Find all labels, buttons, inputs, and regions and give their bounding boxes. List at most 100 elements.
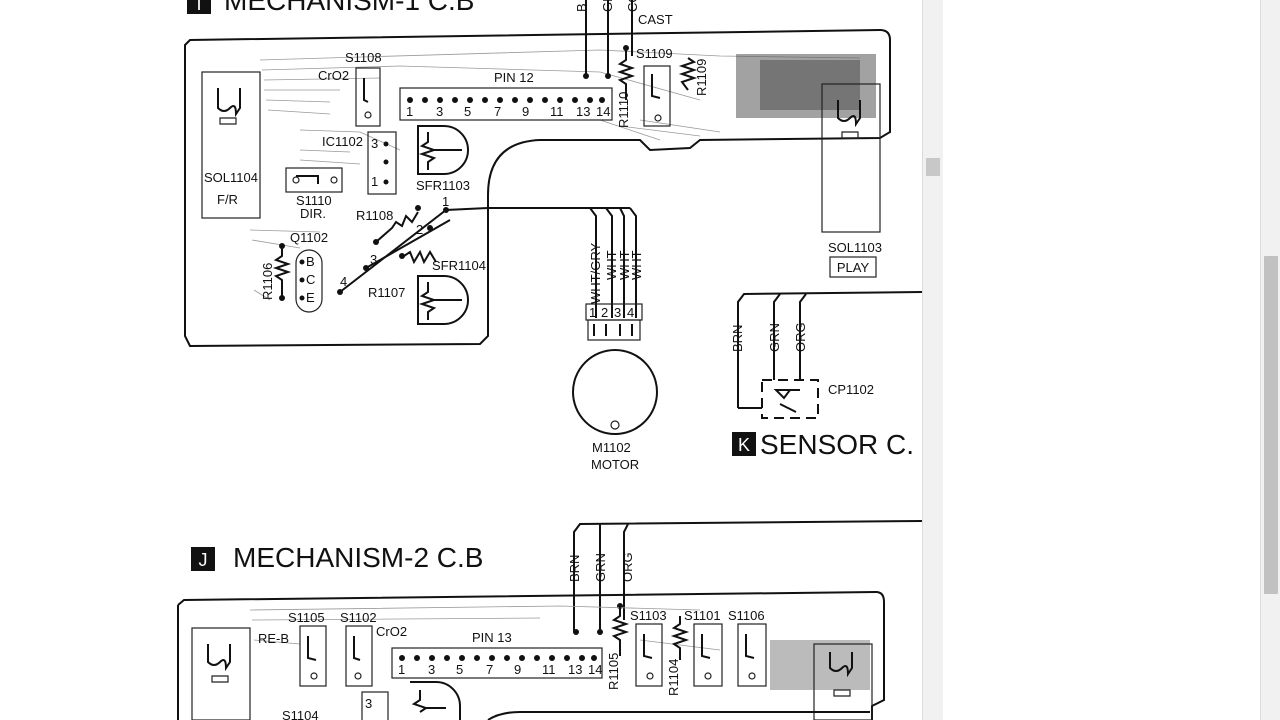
r1110-label: R1110 <box>616 92 631 128</box>
sol1103-component: SOL1103 PLAY <box>821 83 882 278</box>
r1109-label: R1109 <box>694 59 709 96</box>
s1103-label: S1103 <box>630 608 667 623</box>
board-i-traces <box>249 49 861 301</box>
r1108-label: R1108 <box>356 208 393 223</box>
s1110-label: S1110 <box>296 193 332 208</box>
s1101-switch: S1101 <box>684 608 723 687</box>
hatched-area <box>736 54 876 118</box>
dir-switch-wiring: R1108 1 2 3 4 <box>337 194 630 295</box>
page-scrollbar[interactable] <box>1260 0 1280 720</box>
pin-num: 13 <box>568 662 582 677</box>
ic1102-component: IC1102 3 1 <box>322 131 397 195</box>
j-left-solenoid <box>191 627 251 720</box>
sensor-wire-label: GRN <box>767 323 782 352</box>
s1108-switch: S1108 CrO2 <box>318 50 382 127</box>
empty-panel <box>943 0 1260 720</box>
motor-pin: 4 <box>627 305 634 320</box>
sensor-wire-label: BRN <box>730 325 745 352</box>
q1102-label: Q1102 <box>290 230 328 245</box>
r1105-resistor: R1105 <box>606 606 630 690</box>
wire-co-label: CO <box>625 0 640 12</box>
m1102-label: M1102 <box>592 440 631 455</box>
dir-pin: 2 <box>416 222 423 237</box>
pin-num: 14 <box>596 104 610 119</box>
mech2-wire-label: GRN <box>593 553 608 582</box>
r1104-label: R1104 <box>666 659 681 696</box>
j-ic-pin3: 3 <box>365 696 372 711</box>
q-pin-c: C <box>306 272 315 287</box>
s1106-label: S1106 <box>728 608 765 623</box>
motor-pin: 1 <box>589 305 596 320</box>
pin13-label: PIN 13 <box>472 630 512 645</box>
mech2-wiring: BRN GRN ORG <box>567 520 922 635</box>
viewer-scrollbar[interactable] <box>922 0 943 720</box>
section-i-title: MECHANISM-1 C.B <box>224 0 474 16</box>
motor-label: MOTOR <box>591 457 639 472</box>
sfr1104-label: SFR1104 <box>432 258 486 273</box>
s1104-label: S1104 <box>282 708 319 720</box>
section-k-title: SENSOR C. <box>760 429 914 460</box>
pin-num: 13 <box>576 104 590 119</box>
motor-wire-label: WHT <box>629 250 644 280</box>
pin-num: 3 <box>436 104 443 119</box>
sensor-wire-label: ORG <box>793 322 808 352</box>
board-j-inner-edge <box>487 711 870 720</box>
j-ic-component: 3 S1104 <box>282 681 461 720</box>
section-i-badge <box>187 0 211 14</box>
pin-num: 14 <box>588 662 602 677</box>
schematic-drawing: I MECHANISM-1 C.B SOL1104 F/R S1108 CrO2… <box>177 0 922 720</box>
board-i-outline <box>184 28 891 348</box>
pin-num: 7 <box>486 662 493 677</box>
j-right-solenoid <box>813 643 873 720</box>
mech2-wire-label: BRN <box>567 555 582 582</box>
s1109-switch: S1109 <box>636 46 673 127</box>
cp1102-component: CP1102 <box>738 379 874 419</box>
cro2-bottom-label: CrO2 <box>376 624 407 639</box>
section-j-header: J MECHANISM-2 C.B <box>191 542 483 573</box>
r1106-resistor: R1106 <box>260 243 292 301</box>
pin12-label: PIN 12 <box>494 70 534 85</box>
pin-num: 5 <box>456 662 463 677</box>
page-scrollbar-thumb[interactable] <box>1264 256 1278 594</box>
section-k-letter: K <box>738 435 750 455</box>
r1107-resistor: R1107 <box>368 249 437 300</box>
s1110-switch: S1110 DIR. <box>285 167 343 221</box>
pin-num: 3 <box>428 662 435 677</box>
sfr1104-component: SFR1104 <box>417 258 486 325</box>
s1103-switch: S1103 <box>630 608 667 687</box>
r1105-label: R1105 <box>606 653 621 690</box>
r1106-label: R1106 <box>260 263 275 300</box>
q1102-transistor: Q1102 B C E <box>290 230 328 313</box>
sfr1103-label: SFR1103 <box>416 178 470 193</box>
section-j-badge <box>191 547 215 571</box>
q-pin-e: E <box>306 290 315 305</box>
section-k-badge <box>732 432 756 456</box>
r1104-resistor: R1104 <box>666 616 690 696</box>
ic-pin3-label: 3 <box>371 136 378 151</box>
document-viewer: I MECHANISM-1 C.B SOL1104 F/R S1108 CrO2… <box>177 0 922 720</box>
pin-num: 11 <box>550 104 564 119</box>
cast-label: CAST <box>638 12 673 27</box>
dir-pin: 4 <box>340 274 347 289</box>
s1109-label: S1109 <box>636 46 673 61</box>
r1110-resistor: R1110 <box>616 50 636 128</box>
s1102-switch: S1102 CrO2 <box>340 610 407 687</box>
viewer-scrollbar-thumb[interactable] <box>926 158 940 176</box>
pin-num: 11 <box>542 662 556 677</box>
dir-label: DIR. <box>300 206 326 221</box>
sfr1103-component: SFR1103 <box>416 125 470 193</box>
motor-pin: 2 <box>601 305 608 320</box>
s1101-label: S1101 <box>684 608 721 623</box>
fr-label: F/R <box>217 192 238 207</box>
sol1104-label: SOL1104 <box>204 170 258 185</box>
board-j-outline <box>177 590 885 720</box>
dir-pin: 1 <box>442 194 449 209</box>
s1105-switch: S1105 RE-B <box>258 610 327 687</box>
s1108-label: S1108 <box>345 50 382 65</box>
pin-num: 1 <box>406 104 413 119</box>
pin12-connector: PIN 12 1 3 5 7 9 11 13 14 <box>399 70 613 121</box>
q-pin-b: B <box>306 254 315 269</box>
section-j-title: MECHANISM-2 C.B <box>233 542 483 573</box>
motor-wiring: WHT/GRY WHT WHT WHT 1 2 3 4 <box>585 207 644 341</box>
reb-label: RE-B <box>258 631 289 646</box>
